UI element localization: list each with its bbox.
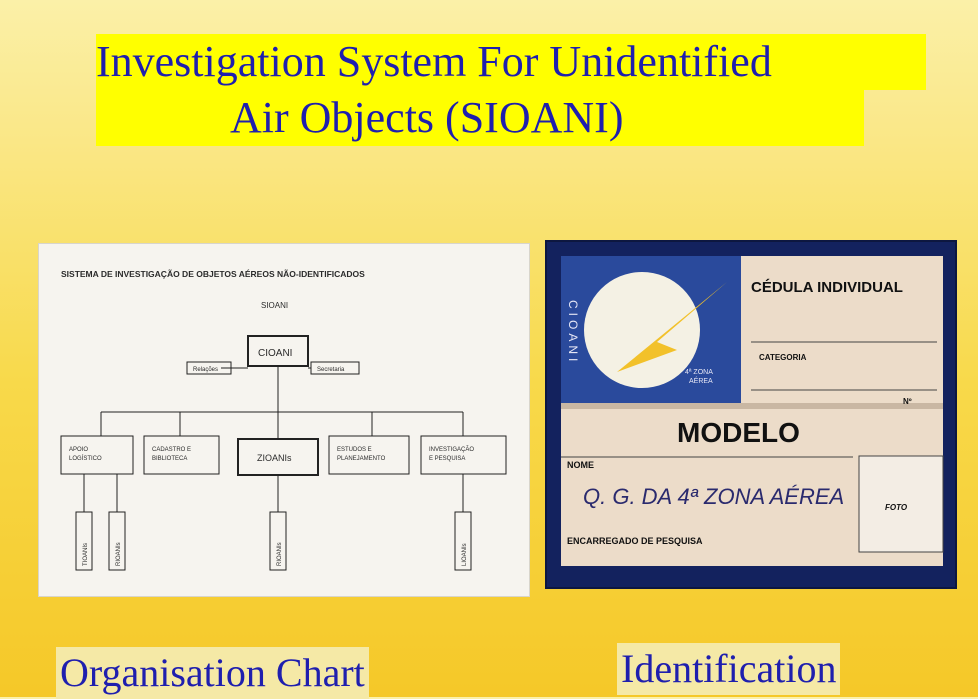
card-zone-l2: AÉREA [689,376,713,385]
org-branch1-l1: APOIO [69,447,88,453]
org-sub4: LIOANIs [462,543,468,566]
svg-text:CIOANI: CIOANI [566,300,580,365]
org-sub2: RIOANIs [116,542,122,566]
org-branch2-l1: CADASTRO E [152,447,191,453]
org-heading: SISTEMA DE INVESTIGAÇÃO DE OBJETOS AÉREO… [61,269,365,279]
card-foto: FOTO [885,503,908,512]
card-encarregado: ENCARREGADO DE PESQUISA [567,536,703,546]
card-modelo: MODELO [677,417,800,448]
card-zone-l1: 4ª ZONA [685,369,713,376]
org-left-side: Relações [193,367,218,373]
identification-card-image: CIOANI 4ª ZONA AÉREA CÉDULA INDIVIDUAL C… [545,240,957,589]
org-branch5-l2: E PESQUISA [429,456,465,462]
org-branch3: ZIOANIs [257,453,292,463]
org-top: CIOANI [258,348,292,359]
caption-identification: Identification [617,643,841,695]
card-header: CÉDULA INDIVIDUAL [751,279,903,296]
org-sub1: TIOANIs [83,543,89,566]
org-branch2-l2: BIBLIOTECA [152,456,187,462]
org-right-side: Secretaria [317,367,345,373]
card-numero: Nº [903,397,912,406]
org-sub3: RIOANIs [277,542,283,566]
title-line-2: Air Objects (SIOANI) [96,90,864,146]
card-handwritten: Q. G. DA 4ª ZONA AÉREA [583,484,844,509]
card-vertical-text: CIOANI [566,300,580,365]
organisation-chart-image: SISTEMA DE INVESTIGAÇÃO DE OBJETOS AÉREO… [38,243,530,597]
org-branch4-l2: PLANEJAMENTO [337,456,386,462]
title-line-1: Investigation System For Unidentified [96,34,926,90]
org-branch1-l2: LOGÍSTICO [69,455,102,462]
caption-organisation-chart: Organisation Chart [56,647,369,699]
org-branch4-l1: ESTUDOS E [337,447,372,453]
org-branch5-l1: INVESTIGAÇÃO [429,446,474,453]
org-subheading: SIOANI [261,301,288,310]
card-nome: NOME [567,460,594,470]
card-categoria: CATEGORIA [759,353,807,362]
